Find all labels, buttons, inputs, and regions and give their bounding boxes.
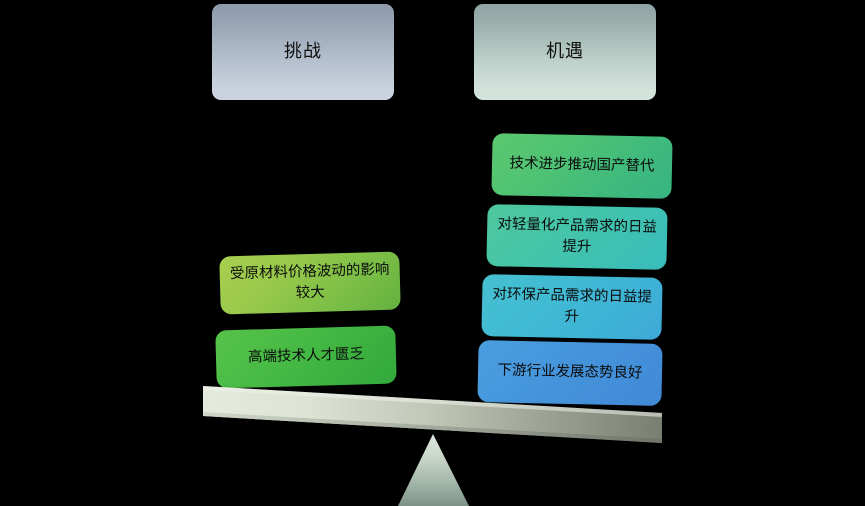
header-label-challenge: 挑战 bbox=[284, 41, 322, 63]
opportunity-item-card[interactable]: 对环保产品需求的日益提升 bbox=[481, 274, 663, 340]
challenge-item-card[interactable]: 受原材料价格波动的影响较大 bbox=[219, 251, 401, 315]
opportunity-item-label: 技术进步推动国产替代 bbox=[509, 155, 655, 176]
challenge-item-card[interactable]: 高端技术人才匮乏 bbox=[215, 325, 397, 389]
header-card-challenge[interactable]: 挑战 bbox=[212, 4, 394, 100]
opportunity-item-label: 对环保产品需求的日益提升 bbox=[492, 286, 653, 326]
fulcrum-triangle bbox=[398, 434, 469, 506]
challenge-item-label: 受原材料价格波动的影响较大 bbox=[229, 261, 390, 302]
opportunity-item-card[interactable]: 下游行业发展态势良好 bbox=[477, 340, 663, 406]
challenge-item-label: 高端技术人才匮乏 bbox=[247, 346, 365, 367]
opportunity-item-card[interactable]: 技术进步推动国产替代 bbox=[491, 133, 673, 199]
header-card-opportunity[interactable]: 机遇 bbox=[474, 4, 656, 100]
opportunity-item-label: 对轻量化产品需求的日益提升 bbox=[497, 216, 658, 256]
opportunity-item-card[interactable]: 对轻量化产品需求的日益提升 bbox=[486, 204, 668, 270]
header-label-opportunity: 机遇 bbox=[546, 41, 584, 63]
opportunity-item-label: 下游行业发展态势良好 bbox=[497, 362, 643, 383]
